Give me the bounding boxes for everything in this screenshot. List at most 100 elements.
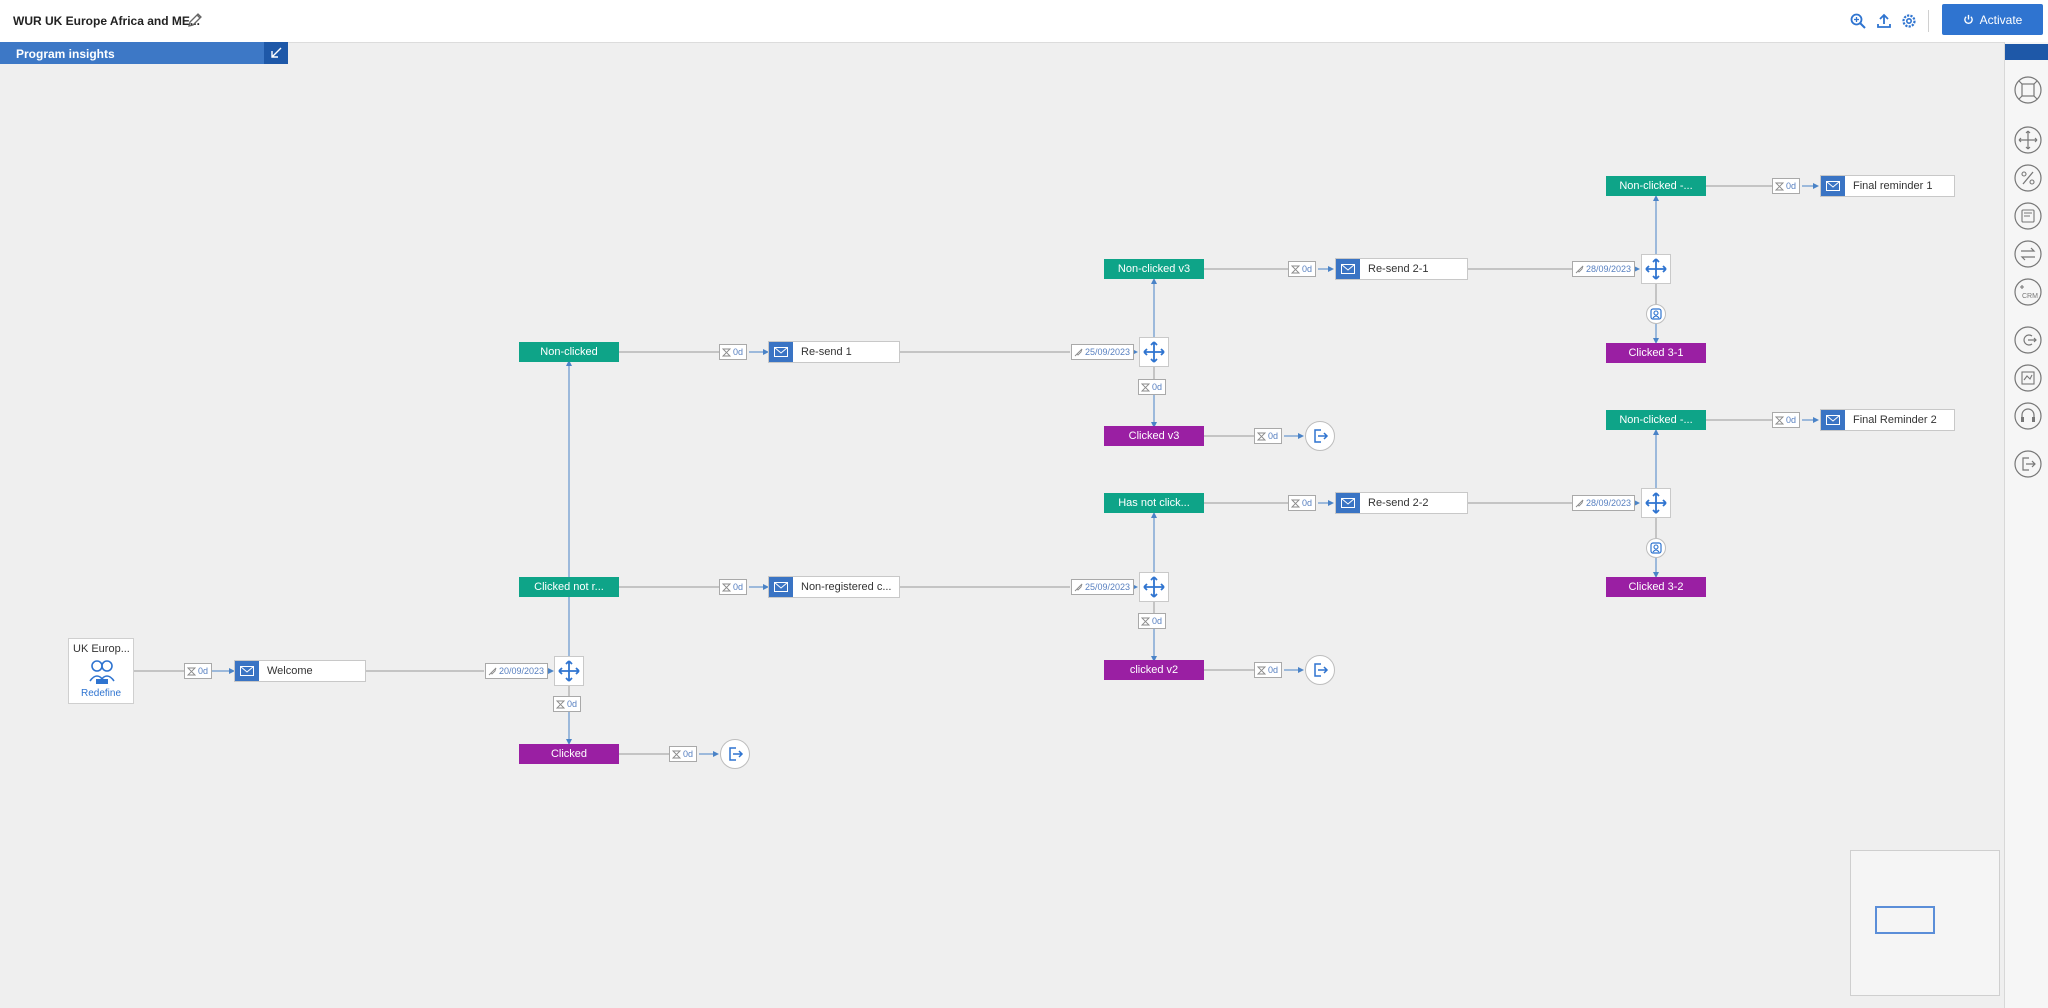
wait-badge[interactable]: 0d [1772, 412, 1801, 428]
hourglass-icon [1257, 666, 1266, 674]
email-label: Re-send 2-2 [1368, 497, 1429, 509]
segment-clicked[interactable]: Clicked [519, 744, 619, 764]
segment-clicked-v3[interactable]: Clicked v3 [1104, 426, 1204, 446]
wait-until-date-badge[interactable]: 25/09/2023 [1071, 579, 1135, 595]
upload-icon[interactable] [1875, 12, 1893, 30]
email-re-send-1[interactable]: Re-send 1 [768, 341, 900, 363]
email-welcome[interactable]: Welcome [234, 660, 366, 682]
zoom-search-icon[interactable] [1849, 12, 1867, 30]
segment-clicked-v2[interactable]: clicked v2 [1104, 660, 1204, 680]
decision-split-node[interactable] [1139, 337, 1169, 367]
goto-tool-icon[interactable] [2014, 326, 2042, 354]
wait-until-date-badge[interactable]: 28/09/2023 [1572, 261, 1636, 277]
minimap[interactable] [1850, 850, 2000, 996]
wait-badge[interactable]: 0d [184, 663, 213, 679]
insights-collapse-button[interactable] [264, 42, 288, 64]
split-arrows-icon [1143, 341, 1165, 363]
activate-button[interactable]: Activate [1942, 4, 2043, 35]
rocket-icon [1074, 348, 1083, 356]
program-title[interactable]: WUR UK Europe Africa and ME... [13, 14, 200, 28]
decision-tool-icon[interactable] [2014, 126, 2042, 154]
wait-until-date-badge[interactable]: 25/09/2023 [1071, 344, 1135, 360]
wait-until-date-badge[interactable]: 28/09/2023 [1572, 495, 1636, 511]
hourglass-icon [1775, 182, 1784, 190]
action-circle-node[interactable] [1646, 304, 1666, 324]
hourglass-icon [1141, 617, 1150, 625]
right-toolbar-header [2005, 44, 2048, 60]
percent-split-icon[interactable] [2014, 164, 2042, 192]
audience-node[interactable]: UK Europ... Redefine [68, 638, 134, 704]
envelope-icon [1821, 410, 1845, 430]
wait-badge[interactable]: 0d [1138, 613, 1167, 629]
email-label: Final reminder 1 [1853, 180, 1933, 192]
wait-date-label: 28/09/2023 [1586, 498, 1632, 508]
envelope-icon [769, 577, 793, 597]
segment-has-not-clicked[interactable]: Has not click... [1104, 493, 1204, 513]
wait-badge[interactable]: 0d [1772, 178, 1801, 194]
headset-tool-icon[interactable] [2014, 402, 2042, 430]
wait-badge[interactable]: 0d [553, 696, 582, 712]
email-re-send-2-1[interactable]: Re-send 2-1 [1335, 258, 1468, 280]
exit-node[interactable] [1305, 421, 1335, 451]
exit-icon [1314, 663, 1329, 677]
hourglass-icon [1291, 265, 1300, 273]
email-final-reminder-1[interactable]: Final reminder 1 [1820, 175, 1955, 197]
gear-icon[interactable] [1900, 12, 1918, 30]
decision-split-node[interactable] [1641, 488, 1671, 518]
segment-clicked-not-registered[interactable]: Clicked not r... [519, 577, 619, 597]
fit-view-icon[interactable] [2014, 76, 2042, 104]
pencil-icon[interactable] [186, 11, 204, 29]
wait-label: 0d [198, 666, 209, 676]
segment-non-clicked[interactable]: Non-clicked [519, 342, 619, 362]
wait-label: 0d [1152, 382, 1163, 392]
wait-tool-icon[interactable] [2014, 202, 2042, 230]
wait-date-label: 25/09/2023 [1085, 582, 1131, 592]
exit-node[interactable] [720, 739, 750, 769]
form-tool-icon[interactable] [2014, 364, 2042, 392]
wait-badge[interactable]: 0d [1138, 379, 1167, 395]
wait-badge[interactable]: 0d [1288, 495, 1317, 511]
save-contact-icon [1650, 308, 1662, 320]
wait-label: 0d [567, 699, 578, 709]
program-canvas[interactable]: UK Europ... Redefine Non-clicked Clicked… [0, 64, 2004, 1008]
right-toolbar: CRM [2004, 42, 2048, 1008]
segment-non-clicked-top[interactable]: Non-clicked -... [1606, 176, 1706, 196]
program-insights-bar[interactable]: Program insights [0, 42, 288, 64]
wait-label: 0d [1268, 431, 1279, 441]
decision-split-node[interactable] [1139, 572, 1169, 602]
minimap-viewport[interactable] [1875, 906, 1935, 934]
wait-badge[interactable]: 0d [1254, 662, 1283, 678]
decision-split-node[interactable] [554, 656, 584, 686]
decision-split-node[interactable] [1641, 254, 1671, 284]
top-bar: WUR UK Europe Africa and ME... Activate [0, 0, 2048, 43]
exit-icon [1314, 429, 1329, 443]
email-final-reminder-2[interactable]: Final Reminder 2 [1820, 409, 1955, 431]
wait-badge[interactable]: 0d [669, 746, 698, 762]
email-label: Final Reminder 2 [1853, 414, 1937, 426]
split-arrows-icon [1645, 492, 1667, 514]
save-contact-icon [1650, 542, 1662, 554]
envelope-icon [1336, 259, 1360, 279]
audience-group-icon [89, 660, 115, 684]
wait-badge[interactable]: 0d [1254, 428, 1283, 444]
email-non-registered[interactable]: Non-registered c... [768, 576, 900, 598]
wait-badge[interactable]: 0d [1288, 261, 1317, 277]
action-circle-node[interactable] [1646, 538, 1666, 558]
program-insights-label: Program insights [16, 47, 115, 61]
wait-badge[interactable]: 0d [719, 344, 748, 360]
wait-label: 0d [1786, 181, 1797, 191]
crm-tool-icon[interactable]: CRM [2014, 278, 2042, 306]
hourglass-icon [1141, 383, 1150, 391]
redefine-link[interactable]: Redefine [80, 688, 122, 699]
segment-non-clicked-v3[interactable]: Non-clicked v3 [1104, 259, 1204, 279]
flow-tool-icon[interactable] [2014, 240, 2042, 268]
segment-non-clicked-mid[interactable]: Non-clicked -... [1606, 410, 1706, 430]
exit-tool-icon[interactable] [2014, 450, 2042, 478]
wait-badge[interactable]: 0d [719, 579, 748, 595]
segment-clicked-3-2[interactable]: Clicked 3-2 [1606, 577, 1706, 597]
hourglass-icon [556, 700, 565, 708]
exit-node[interactable] [1305, 655, 1335, 685]
wait-until-date-badge[interactable]: 20/09/2023 [485, 663, 549, 679]
segment-clicked-3-1[interactable]: Clicked 3-1 [1606, 343, 1706, 363]
email-re-send-2-2[interactable]: Re-send 2-2 [1335, 492, 1468, 514]
